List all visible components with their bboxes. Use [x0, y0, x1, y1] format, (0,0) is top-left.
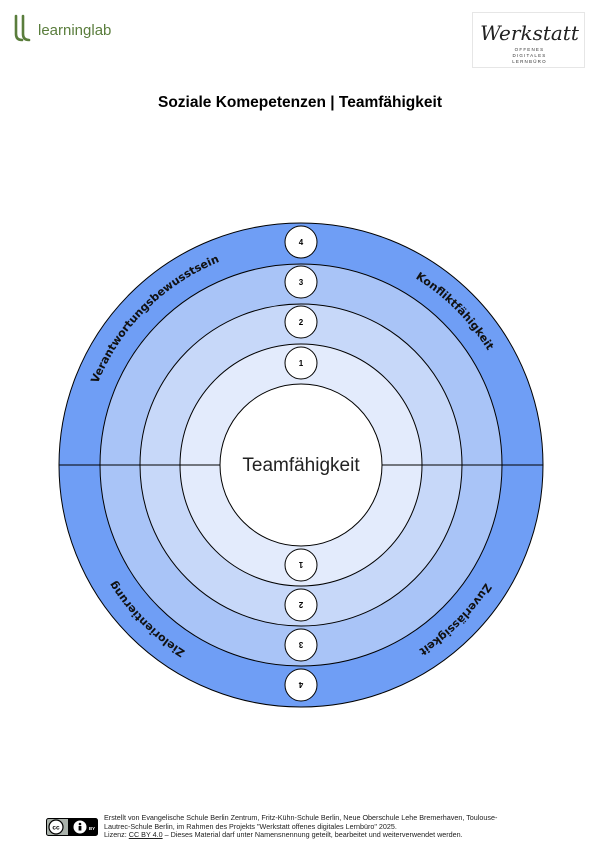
ring-number-bottom-2-label: 2 [298, 600, 303, 609]
ring-number-top-1: 1 [284, 346, 318, 380]
footer: cc BY Erstellt von Evangelische Schule B… [46, 813, 566, 840]
svg-text:cc: cc [52, 825, 60, 832]
ring-number-top-4: 4 [284, 225, 318, 259]
page-title: Soziale Komepetenzen | Teamfähigkeit [158, 94, 442, 111]
footer-line-1: Erstellt von Evangelische Schule Berlin … [104, 813, 498, 822]
license-suffix: – Dieses Material darf unter Namensnennu… [162, 830, 463, 840]
ring-number-top-1-label: 1 [299, 359, 304, 368]
center-label: Teamfähigkeit [242, 455, 360, 476]
svg-text:BY: BY [89, 826, 95, 831]
footer-line-2: Lautrec-Schule Berlin, im Rahmen des Pro… [104, 821, 397, 831]
ring-number-top-2-label: 2 [299, 318, 304, 327]
ring-number-bottom-3-label: 3 [298, 640, 303, 649]
werkstatt-logo-text: Werkstatt [480, 21, 580, 45]
learninglab-logo-text: learninglab [38, 22, 111, 39]
footer-license-line: Lizenz: CC BY 4.0 – Dieses Material darf… [104, 830, 574, 840]
ring-number-top-3: 3 [284, 265, 318, 299]
ring-number-top-3-label: 3 [299, 278, 304, 287]
ring-number-bottom-1: 1 [284, 548, 318, 582]
ring-number-bottom-2: 2 [284, 588, 318, 622]
ring-number-top-2: 2 [284, 305, 318, 339]
werkstatt-logo: Werkstatt OFFENES DIGITALES LERNBÜRO [472, 12, 585, 68]
cc-by-badge-icon[interactable]: cc BY [46, 818, 98, 836]
license-prefix: Lizenz: [104, 830, 129, 840]
learninglab-logo: learninglab [12, 12, 142, 46]
learninglab-logo-icon [14, 14, 31, 42]
werkstatt-tagline-1: OFFENES [515, 47, 545, 52]
license-link[interactable]: CC BY 4.0 [128, 830, 163, 840]
ring-number-bottom-3: 3 [284, 628, 318, 662]
footer-credits: Erstellt von Evangelische Schule Berlin … [104, 813, 574, 840]
werkstatt-tagline-2: DIGITALES [513, 53, 547, 58]
competence-wheel: Teamfähigkeit 4 3 2 1 1 2 3 [56, 220, 546, 710]
ring-number-bottom-1-label: 1 [298, 560, 303, 569]
ring-number-bottom-4-label: 4 [298, 680, 303, 689]
ring-number-top-4-label: 4 [299, 238, 304, 247]
werkstatt-tagline-3: LERNBÜRO [512, 58, 547, 64]
ring-number-bottom-4: 4 [284, 668, 318, 702]
